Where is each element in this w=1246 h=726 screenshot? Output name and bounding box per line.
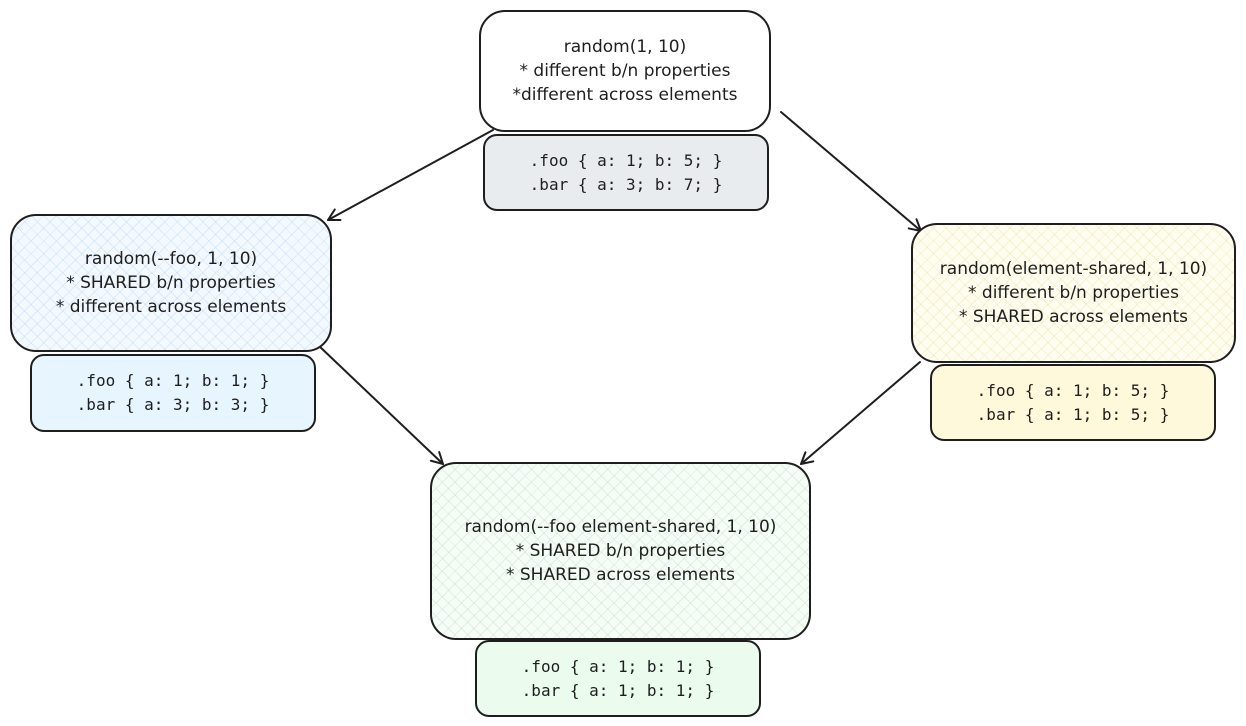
node-random-foo-element-shared-line-2: * SHARED b/n properties <box>515 541 726 561</box>
code-random-foo: .foo { a: 1; b: 1; } .bar { a: 3; b: 3; … <box>30 354 316 432</box>
node-random-basic-line-1: random(1, 10) <box>563 37 687 57</box>
code-random-foo-bar: .bar { a: 3; b: 3; } <box>76 395 270 414</box>
node-random-foo-line-3: * different across elements <box>55 297 287 317</box>
arrow-right-to-bottom <box>800 361 921 465</box>
code-random-basic-foo: .foo { a: 1; b: 5; } <box>529 150 723 170</box>
node-random-foo-element-shared: random(--foo element-shared, 1, 10) * SH… <box>430 462 811 640</box>
node-random-basic-line-3: *different across elements <box>512 85 738 105</box>
code-random-foo-foo: .foo { a: 1; b: 1; } <box>76 371 270 390</box>
node-random-element-shared-line-2: * different b/n properties <box>968 283 1179 303</box>
code-random-element-shared: .foo { a: 1; b: 5; } .bar { a: 1; b: 5; … <box>930 364 1216 441</box>
node-random-basic: random(1, 10) * different b/n properties… <box>479 10 771 132</box>
node-random-element-shared: random(element-shared, 1, 10) * differen… <box>911 223 1236 363</box>
node-random-element-shared-line-1: random(element-shared, 1, 10) <box>939 259 1208 279</box>
code-random-foo-element-shared: .foo { a: 1; b: 1; } .bar { a: 1; b: 1; … <box>475 640 761 717</box>
node-random-element-shared-line-3: * SHARED across elements <box>958 307 1188 327</box>
node-random-basic-line-2: * different b/n properties <box>519 61 731 81</box>
code-random-foo-element-shared-bar: .bar { a: 1; b: 1; } <box>521 680 715 700</box>
arrow-left-to-bottom <box>317 344 444 465</box>
node-random-foo-element-shared-line-3: * SHARED across elements <box>505 565 735 585</box>
code-random-foo-element-shared-foo: .foo { a: 1; b: 1; } <box>521 656 715 676</box>
node-random-foo-line-2: * SHARED b/n properties <box>66 273 276 293</box>
code-random-element-shared-foo: .foo { a: 1; b: 5; } <box>976 380 1170 400</box>
node-random-foo: random(--foo, 1, 10) * SHARED b/n proper… <box>10 214 332 352</box>
code-random-basic: .foo { a: 1; b: 5; } .bar { a: 3; b: 7; … <box>483 134 769 211</box>
node-random-foo-line-1: random(--foo, 1, 10) <box>84 249 258 269</box>
code-random-basic-bar: .bar { a: 3; b: 7; } <box>529 174 723 194</box>
arrow-top-to-left <box>327 129 494 221</box>
arrow-top-to-right <box>780 111 922 232</box>
node-random-foo-element-shared-line-1: random(--foo element-shared, 1, 10) <box>464 517 777 537</box>
code-random-element-shared-bar: .bar { a: 1; b: 5; } <box>976 404 1170 424</box>
